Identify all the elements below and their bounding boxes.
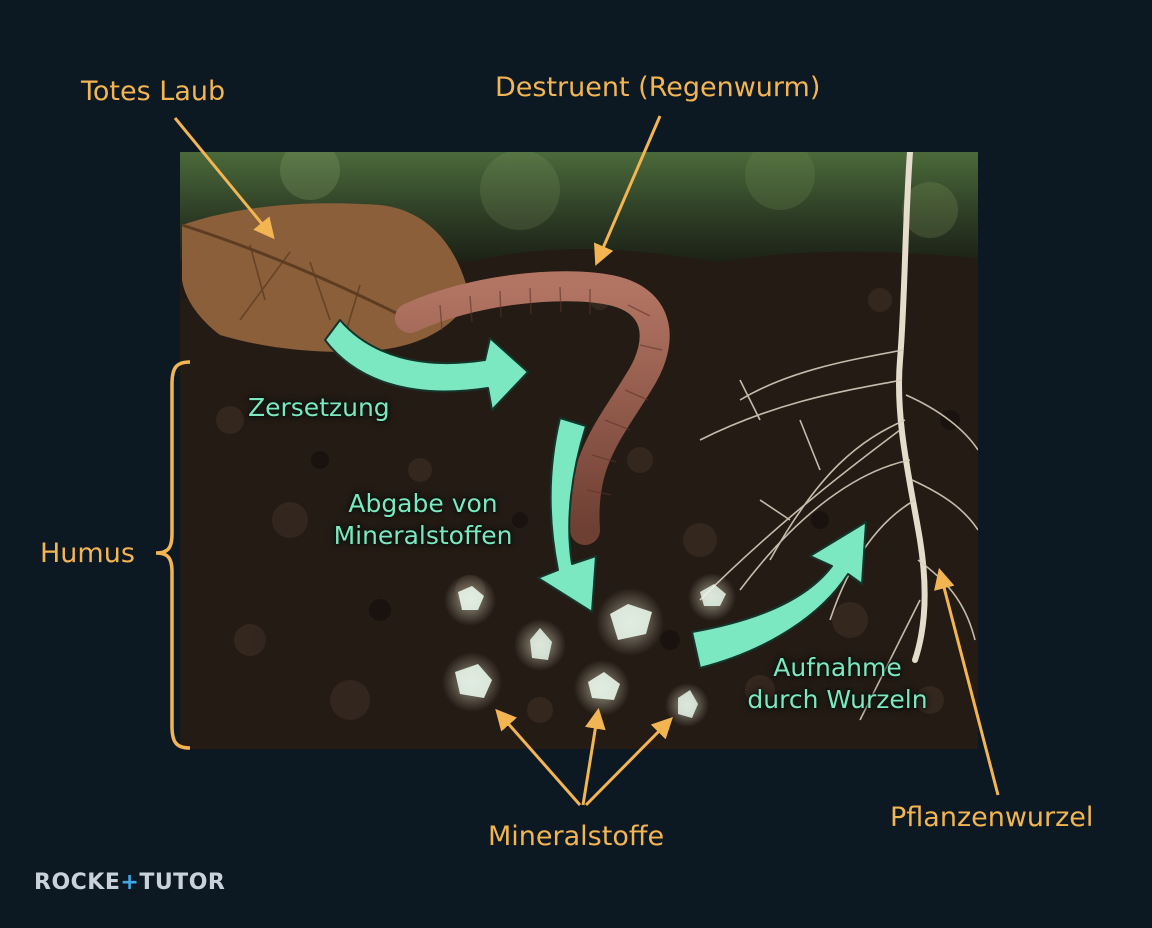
leaf-pointer — [173, 117, 275, 240]
humus-bracket — [155, 360, 191, 750]
decomposition-arrow — [324, 319, 529, 411]
flow-label-decomposition: Zersetzung — [248, 392, 390, 424]
label-minerals: Mineralstoffe — [488, 821, 665, 852]
mineral-crystals — [442, 573, 736, 727]
flow-label-mineral-release-line2: Mineralstoffen — [333, 521, 513, 550]
brand-logo-plus: + — [120, 870, 140, 895]
flow-label-root-uptake: Aufnahme durch Wurzeln — [730, 652, 945, 716]
root-uptake-arrow — [691, 521, 867, 669]
label-humus: Humus — [40, 538, 135, 569]
mineral-pointer-3 — [584, 717, 673, 807]
flow-label-decomposition-text: Zersetzung — [248, 393, 390, 422]
flow-arrows — [324, 319, 867, 669]
pointer-arrows — [155, 115, 1000, 807]
root-pointer — [934, 567, 1000, 796]
label-plant-root: Pflanzenwurzel — [890, 802, 1094, 833]
label-decomposer: Destruent (Regenwurm) — [495, 72, 821, 103]
worm-pointer — [594, 115, 662, 266]
mineral-pointer-1 — [495, 708, 582, 806]
mineral-pointer-2 — [581, 707, 606, 806]
brand-logo-part2: TUTOR — [139, 870, 226, 895]
flow-label-mineral-release: Abgabe von Mineralstoffen — [318, 488, 528, 552]
flow-label-root-uptake-line1: Aufnahme — [773, 653, 902, 682]
brand-logo-part1: ROCKE — [34, 870, 121, 895]
flow-label-mineral-release-line1: Abgabe von — [348, 489, 498, 518]
flow-label-root-uptake-line2: durch Wurzeln — [747, 685, 928, 714]
label-dead-leaves: Totes Laub — [81, 76, 226, 107]
brand-logo: ROCKE+TUTOR — [34, 870, 225, 895]
mineral-release-arrow — [537, 417, 597, 613]
